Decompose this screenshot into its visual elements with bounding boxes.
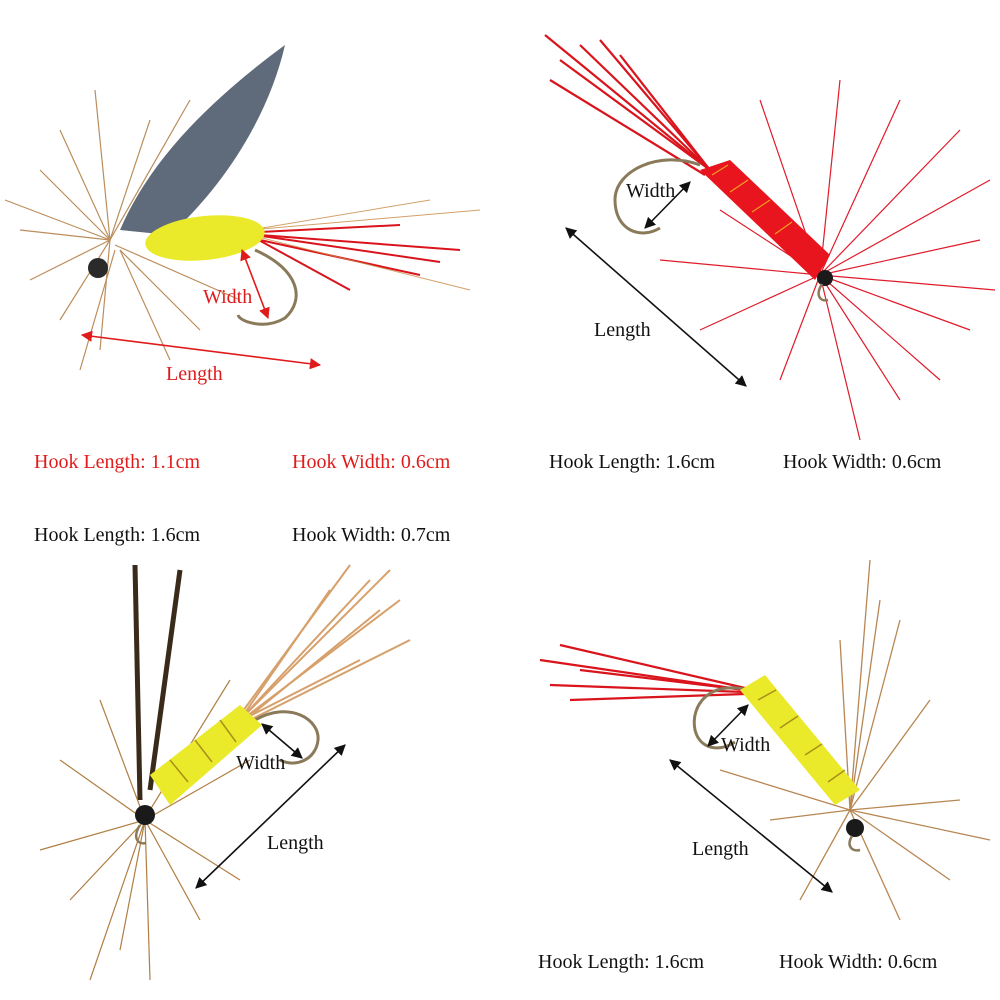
fly-1-wing	[120, 45, 285, 235]
fly-3-length-label: Length	[267, 832, 324, 854]
fly-2-hook-width-spec: Hook Width: 0.6cm	[783, 451, 942, 473]
fly-4-tail	[539, 643, 746, 702]
fly-4-length-arrow	[669, 759, 833, 893]
fly-1-hook-length-spec: Hook Length: 1.1cm	[34, 451, 201, 473]
fly-4-width-label: Width	[721, 734, 771, 756]
fly-3-hook-width-spec: Hook Width: 0.7cm	[292, 524, 451, 546]
fly-1-width-label: Width	[203, 286, 253, 308]
fly-1-hook-width-spec: Hook Width: 0.6cm	[292, 451, 451, 473]
fly-1-length-arrow	[80, 330, 322, 370]
fly-2-length-arrow	[565, 227, 747, 387]
fly-3-length-arrow	[195, 744, 346, 889]
fly-2-hackle	[659, 79, 996, 441]
fly-1-hook	[236, 248, 298, 326]
fly-4-hook	[692, 686, 749, 750]
fly-2-width-label: Width	[626, 180, 676, 202]
fly-4-hook-length-spec: Hook Length: 1.6cm	[538, 951, 705, 973]
fly-1-width-arrow	[240, 248, 270, 320]
fly-2-hook-length-spec: Hook Length: 1.6cm	[549, 451, 716, 473]
fly-3-width-label: Width	[236, 752, 286, 774]
fly-2-width-arrow	[644, 181, 691, 229]
fly-4-length-label: Length	[692, 838, 749, 860]
fly-3-hook-length-spec: Hook Length: 1.6cm	[34, 524, 201, 546]
fly-2-length-label: Length	[594, 319, 651, 341]
fly-1-length-label: Length	[166, 363, 223, 385]
fly-4-width-arrow	[707, 704, 749, 747]
fly-4-hook-width-spec: Hook Width: 0.6cm	[779, 951, 938, 973]
fly-3-wing	[132, 564, 183, 801]
fly-3-tail	[229, 564, 411, 731]
fly-1-body	[145, 215, 265, 261]
